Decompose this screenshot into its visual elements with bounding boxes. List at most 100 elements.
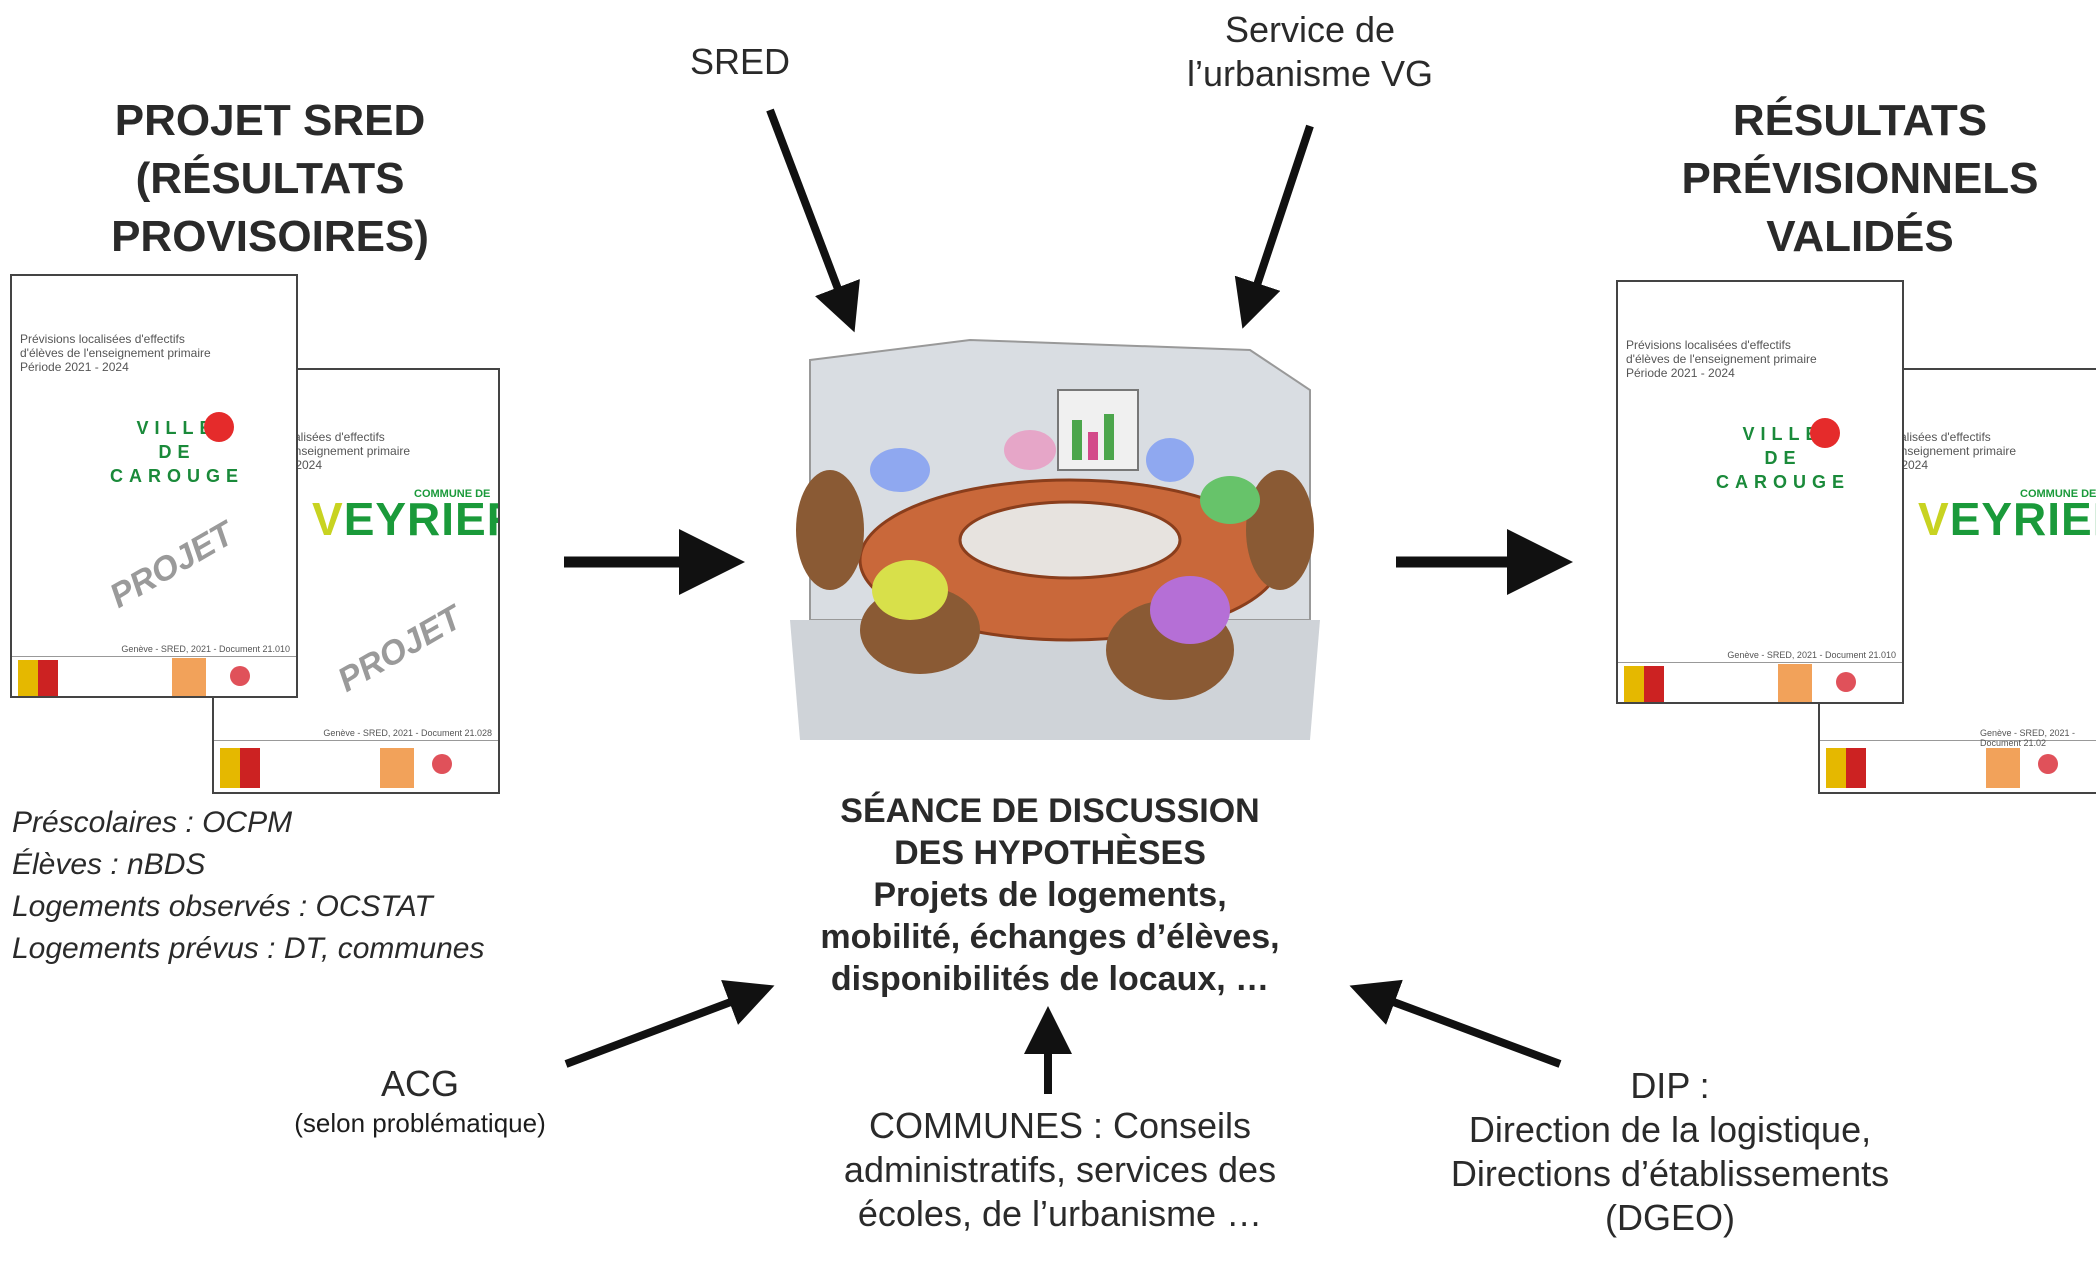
sred-logo — [172, 658, 206, 696]
person-icon — [872, 560, 948, 620]
dip-label: DIP : Direction de la logistique, Direct… — [1400, 1064, 1940, 1240]
communes-line-2: administratifs, services des — [843, 1149, 1277, 1190]
commune-de-label: COMMUNE DE — [2020, 488, 2096, 500]
chart-bar — [1072, 420, 1082, 460]
meeting-illustration — [790, 338, 1320, 740]
doc-footer-divider — [12, 656, 296, 657]
doc-header-line: enseignement primaire — [288, 444, 411, 458]
sred-logo — [1986, 748, 2020, 788]
caption-line-4: mobilité, échanges d’élèves, — [820, 918, 1280, 956]
veyrier-logo-text: EYRIER — [1949, 493, 2096, 545]
arrow-sred-to-meeting — [766, 108, 860, 333]
acg-label: ACG — [380, 1063, 459, 1104]
left-title: PROJET SRED (RÉSULTATS PROVISOIRES) — [40, 92, 500, 266]
arrow-urbanisme-to-meeting — [1234, 124, 1314, 329]
doc-header-line: d'élèves de l'enseignement primaire — [1626, 352, 1817, 366]
right-title-line-3: VALIDÉS — [1766, 212, 1954, 261]
dip-line-3: Directions d’établissements — [1450, 1153, 1890, 1194]
commune-de-label: COMMUNE DE — [414, 488, 491, 500]
acg-sublabel: (selon problématique) — [294, 1108, 546, 1138]
doc-carouge-right: Prévisions localisées d'effectifs d'élèv… — [1616, 280, 1904, 704]
data-source-item: Logements prévus : DT, communes — [12, 932, 485, 965]
table-hole — [958, 500, 1182, 580]
caption-line-2: DES HYPOTHÈSES — [894, 834, 1206, 872]
person-icon — [1200, 476, 1260, 524]
acg-block: ACG (selon problématique) — [240, 1062, 600, 1140]
doc-footer-divider — [1618, 662, 1902, 663]
left-title-line-2: (RÉSULTATS — [135, 154, 405, 203]
lion-icon — [204, 412, 234, 442]
doc-carouge-left-header: Prévisions localisées d'effectifs d'élèv… — [20, 332, 211, 374]
doc-footer-text: Genève - SRED, 2021 - Document 21.010 — [121, 644, 290, 654]
caption-line-3: Projets de logements, — [873, 876, 1227, 914]
communes-line-3: écoles, de l’urbanisme … — [857, 1193, 1263, 1234]
chart-bar — [1088, 432, 1098, 460]
caption-line-1: SÉANCE DE DISCUSSION — [840, 792, 1260, 830]
veyrier-v-icon: V — [1918, 493, 1950, 545]
urbanisme-line-1: Service de — [1224, 9, 1396, 50]
carouge-logo: VILLE DE CAROUGE — [92, 416, 262, 488]
dip-line-1: DIP : — [1630, 1065, 1710, 1106]
sred-label: SRED — [689, 41, 791, 82]
service-logo — [2038, 754, 2058, 774]
carouge-logo-line: CAROUGE — [1715, 472, 1850, 492]
veyrier-v-icon: V — [312, 493, 344, 545]
doc-header-line: Prévisions localisées d'effectifs — [20, 332, 185, 346]
doc-footer-divider — [1820, 740, 2096, 741]
doc-footer-divider — [214, 740, 498, 741]
person-icon — [1150, 576, 1230, 644]
geneve-logo — [18, 660, 58, 696]
communes-line-1: COMMUNES : Conseils — [868, 1105, 1252, 1146]
left-title-line-1: PROJET SRED — [114, 96, 426, 145]
carouge-logo-line: DE — [1764, 448, 1802, 468]
person-icon — [1004, 430, 1056, 470]
doc-header-line: d'élèves de l'enseignement primaire — [20, 346, 211, 360]
right-title-line-2: PRÉVISIONNELS — [1681, 154, 2039, 203]
carouge-logo-line: VILLE — [136, 418, 218, 438]
carouge-logo-line: VILLE — [1742, 424, 1824, 444]
doc-footer-text: Genève - SRED, 2021 - Document 21.028 — [323, 728, 492, 738]
veyrier-logo: VEYRIER — [312, 492, 498, 546]
doc-header-line: calisées d'effectifs — [288, 430, 385, 444]
carouge-logo-line: DE — [158, 442, 196, 462]
geneve-logo — [1624, 666, 1664, 702]
person-icon — [870, 448, 930, 492]
sred-logo — [1778, 664, 1812, 702]
doc-veyrier-left-header: calisées d'effectifs enseignement primai… — [288, 430, 410, 472]
doc-header-line: enseignement primaire — [1894, 444, 2017, 458]
doc-header-line: Prévisions localisées d'effectifs — [1626, 338, 1791, 352]
geneve-logo — [1826, 748, 1866, 788]
service-logo — [432, 754, 452, 774]
right-title-line-1: RÉSULTATS — [1732, 96, 1988, 145]
carouge-logo: VILLE DE CAROUGE — [1698, 422, 1868, 494]
left-title-line-3: PROVISOIRES) — [111, 212, 429, 261]
data-source-item: Logements observés : OCSTAT — [12, 890, 433, 923]
data-source-item: Élèves : nBDS — [12, 848, 206, 881]
sred-logo — [380, 748, 414, 788]
service-logo — [1836, 672, 1856, 692]
caption-line-5: disponibilités de locaux, … — [830, 960, 1270, 998]
geneve-logo — [220, 748, 260, 788]
data-sources-list: Préscolaires : OCPM Élèves : nBDS Logeme… — [12, 802, 532, 970]
doc-footer-text: Genève - SRED, 2021 - Document 21.010 — [1727, 650, 1896, 660]
carouge-logo-line: CAROUGE — [109, 466, 244, 486]
doc-carouge-right-header: Prévisions localisées d'effectifs d'élèv… — [1626, 338, 1817, 380]
doc-header-line: Période 2021 - 2024 — [1626, 366, 1735, 380]
center-caption: SÉANCE DE DISCUSSION DES HYPOTHÈSES Proj… — [760, 790, 1340, 1000]
arrow-acg-to-meeting — [564, 979, 775, 1068]
service-logo — [230, 666, 250, 686]
doc-footer-text: Genève - SRED, 2021 - Document 21.02 — [1980, 728, 2076, 748]
chair-icon — [1246, 470, 1314, 590]
veyrier-logo: VEYRIER — [1918, 492, 2096, 546]
arrow-dip-to-meeting — [1349, 979, 1562, 1068]
urbanisme-label: Service de l’urbanisme VG — [1140, 8, 1480, 96]
right-title: RÉSULTATS PRÉVISIONNELS VALIDÉS — [1640, 92, 2080, 266]
veyrier-logo-text: EYRIER — [343, 493, 498, 545]
chart-bar — [1104, 414, 1114, 460]
lion-icon — [1810, 418, 1840, 448]
dip-line-2: Direction de la logistique, — [1468, 1109, 1872, 1150]
dip-line-4: (DGEO) — [1605, 1197, 1735, 1238]
doc-header-line: Période 2021 - 2024 — [20, 360, 129, 374]
data-source-item: Préscolaires : OCPM — [12, 806, 293, 839]
